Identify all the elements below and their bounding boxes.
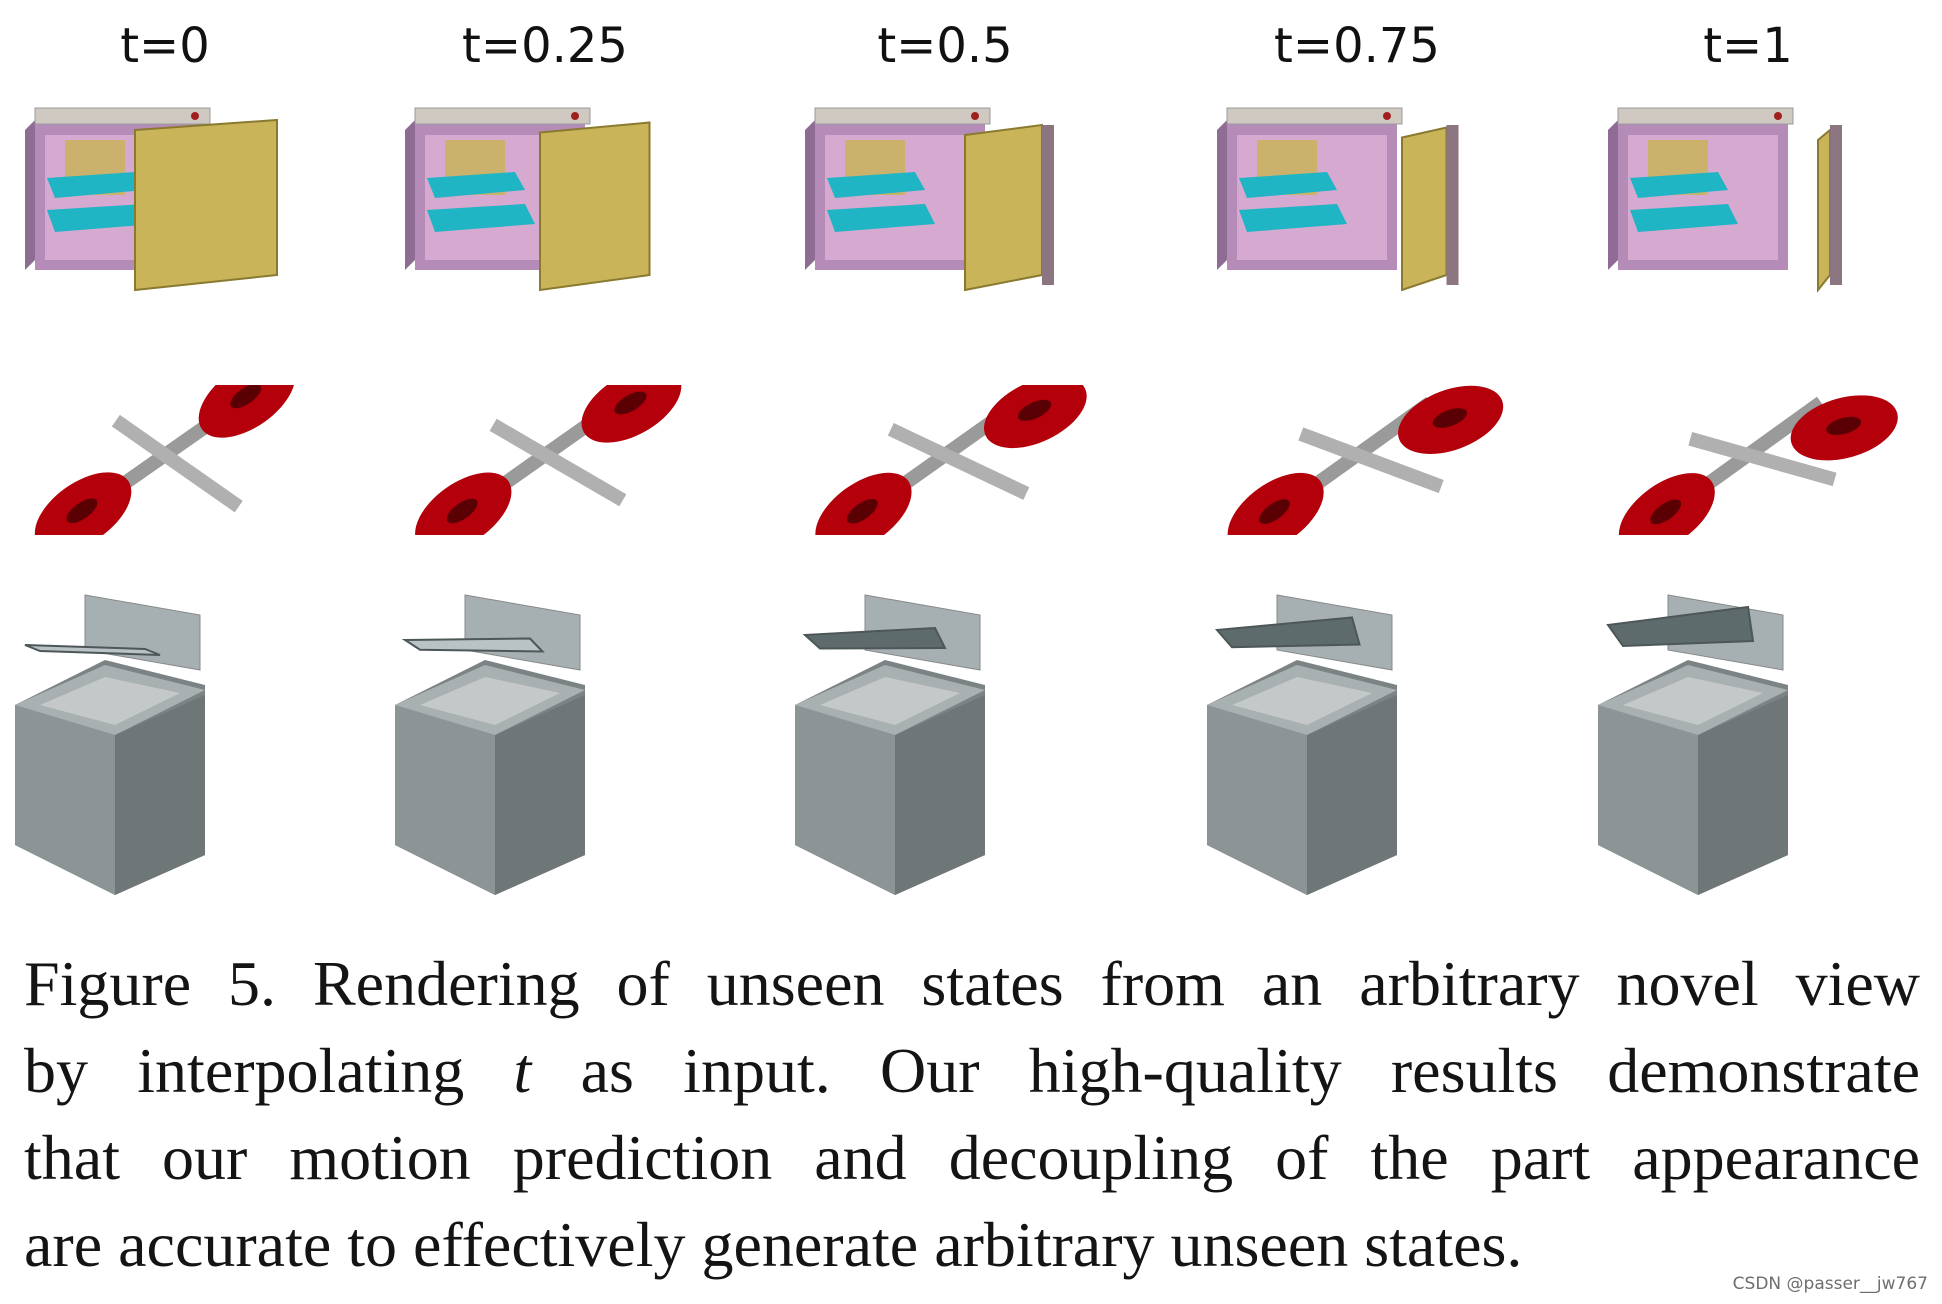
scissors-svg-3 bbox=[1227, 385, 1504, 535]
fridge-door bbox=[964, 123, 1043, 292]
washer-side bbox=[1307, 695, 1397, 895]
scissors-render-3 bbox=[1197, 385, 1557, 535]
scissors-render-1 bbox=[385, 385, 745, 535]
scissor-handle-left bbox=[1227, 472, 1324, 535]
fridge-shelf-upper bbox=[827, 172, 925, 198]
fridge-door bbox=[1401, 126, 1448, 292]
washer-front bbox=[395, 705, 495, 895]
refrigerator-render-2 bbox=[765, 100, 1125, 340]
washing-machine-svg-3 bbox=[1207, 594, 1397, 895]
fridge-shelf-upper bbox=[1239, 172, 1337, 198]
fridge-shelf-lower bbox=[1239, 204, 1347, 232]
fridge-door bbox=[539, 121, 651, 292]
refrigerator-render-3 bbox=[1177, 100, 1537, 340]
fridge-control-panel bbox=[814, 107, 991, 125]
fridge-control-panel bbox=[1226, 107, 1403, 125]
washer-drum-opening bbox=[820, 677, 960, 725]
washing-machine-render-0 bbox=[0, 585, 345, 905]
washer-lid bbox=[802, 626, 947, 650]
scissor-blade-left bbox=[1695, 396, 1826, 496]
washing-machine-svg-2 bbox=[795, 594, 985, 895]
washing-machine-svg-1 bbox=[395, 594, 585, 895]
fridge-shelf-upper bbox=[1630, 172, 1728, 198]
scissor-blade-right bbox=[489, 418, 627, 507]
column-label-2: t=0.5 bbox=[877, 18, 1013, 74]
refrigerator-svg-3 bbox=[1217, 107, 1459, 292]
washer-side bbox=[495, 695, 585, 895]
fridge-door bbox=[1817, 127, 1831, 293]
fridge-control-panel bbox=[1617, 107, 1794, 125]
scissors-render-0 bbox=[5, 385, 365, 535]
washer-front bbox=[1207, 705, 1307, 895]
washer-lid bbox=[1606, 605, 1755, 648]
scissors-svg-0 bbox=[34, 385, 296, 535]
refrigerator-svg-4 bbox=[1608, 107, 1842, 293]
scissors-svg-1 bbox=[415, 385, 682, 535]
scissor-blade-right bbox=[1298, 427, 1444, 494]
scissor-handle-left bbox=[34, 472, 132, 535]
fridge-door bbox=[134, 118, 278, 292]
washer-side bbox=[115, 695, 205, 895]
refrigerator-svg-0 bbox=[25, 107, 278, 292]
washer-front bbox=[795, 705, 895, 895]
csdn-watermark: CSDN @passer__jw767 bbox=[1732, 1274, 1928, 1294]
washing-machine-render-2 bbox=[765, 585, 1125, 905]
washing-machine-svg-0 bbox=[15, 594, 205, 895]
fridge-shelf-upper bbox=[47, 172, 145, 198]
washing-machine-render-4 bbox=[1568, 585, 1928, 905]
washer-lid bbox=[24, 644, 161, 656]
figure-5: t=0 t=0.25 t=0.5 t=0.75 t=1 bbox=[0, 18, 1942, 905]
washer-front bbox=[15, 705, 115, 895]
scissors-render-4 bbox=[1588, 385, 1942, 535]
column-label-1: t=0.25 bbox=[462, 18, 628, 74]
washing-machine-render-1 bbox=[365, 585, 725, 905]
caption-line-3: that our motion prediction and decouplin… bbox=[24, 1122, 1920, 1193]
washing-machine-svg-4 bbox=[1598, 594, 1788, 895]
scissors-svg-4 bbox=[1618, 395, 1898, 535]
washer-side bbox=[1698, 695, 1788, 895]
refrigerator-render-0 bbox=[0, 100, 345, 340]
caption-line-1: Figure 5. Rendering of unseen states fro… bbox=[24, 948, 1920, 1019]
fridge-shelf-lower bbox=[427, 204, 535, 232]
column-label-4: t=1 bbox=[1703, 18, 1793, 74]
fridge-shelf-lower bbox=[827, 204, 935, 232]
refrigerator-render-1 bbox=[365, 100, 725, 340]
scissor-handle-left bbox=[415, 472, 512, 535]
scissor-handle-left bbox=[1618, 473, 1715, 535]
caption-line-4: are accurate to effectively generate arb… bbox=[24, 1209, 1523, 1280]
fridge-control-panel bbox=[34, 107, 211, 125]
washer-control-panel bbox=[464, 594, 581, 671]
caption-line-2: by interpolating t as input. Our high-qu… bbox=[24, 1035, 1920, 1106]
scissors-render-2 bbox=[785, 385, 1145, 535]
caption-variable-t: t bbox=[513, 1035, 532, 1106]
fridge-shelf-lower bbox=[47, 204, 155, 232]
washer-drum-opening bbox=[420, 677, 560, 725]
scissor-blade-right bbox=[887, 422, 1030, 500]
scissor-handle-left bbox=[815, 472, 912, 535]
figure-caption: Figure 5. Rendering of unseen states fro… bbox=[24, 940, 1920, 1288]
washer-drum-opening bbox=[40, 677, 180, 725]
fridge-shelf-upper bbox=[427, 172, 525, 198]
washer-control-panel bbox=[84, 594, 201, 671]
washer-front bbox=[1598, 705, 1698, 895]
scissor-handle-right bbox=[984, 385, 1087, 449]
column-label-0: t=0 bbox=[120, 18, 210, 74]
washer-drum-opening bbox=[1623, 677, 1763, 725]
washer-side bbox=[895, 695, 985, 895]
refrigerator-svg-1 bbox=[405, 107, 651, 292]
scissors-svg-2 bbox=[815, 385, 1087, 535]
scissor-blade-right bbox=[1688, 431, 1837, 487]
washer-lid bbox=[401, 637, 545, 653]
washer-lid bbox=[1214, 616, 1361, 649]
scissor-blade-right bbox=[111, 414, 243, 513]
column-label-3: t=0.75 bbox=[1274, 18, 1440, 74]
refrigerator-svg-2 bbox=[805, 107, 1054, 292]
washing-machine-render-3 bbox=[1177, 585, 1537, 905]
fridge-shelf-lower bbox=[1630, 204, 1738, 232]
fridge-control-panel bbox=[414, 107, 591, 125]
refrigerator-render-4 bbox=[1568, 100, 1928, 340]
washer-drum-opening bbox=[1232, 677, 1372, 725]
